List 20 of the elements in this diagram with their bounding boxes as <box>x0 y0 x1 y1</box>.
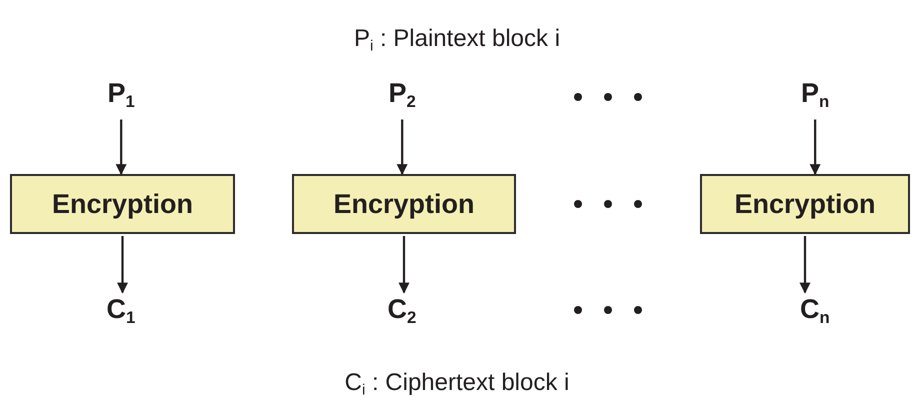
diagram-title: P$_{i}$ : Plaintext block i <box>354 24 560 56</box>
encryption-box <box>700 174 910 234</box>
arrow <box>117 236 128 294</box>
arrow <box>398 236 410 294</box>
ciphertext-label: C$_{n}$ <box>800 292 830 334</box>
box-label: Encryption <box>734 188 876 220</box>
arrow <box>810 120 821 176</box>
plaintext-label: P$_{1}$ <box>108 76 135 118</box>
plaintext-label: P$_{n}$ <box>801 76 830 118</box>
arrow <box>800 236 810 294</box>
box-label: Encryption <box>52 188 193 220</box>
diagram-caption: C$_{i}$ : Ciphertext block i <box>344 368 570 400</box>
encryption-box <box>292 174 516 234</box>
encryption-box <box>10 174 235 234</box>
plaintext-label: P$_{2}$ <box>388 76 416 118</box>
arrow <box>396 120 408 176</box>
box-label: Encryption <box>333 188 474 220</box>
arrow <box>116 120 127 176</box>
ciphertext-label: C$_{1}$ <box>106 292 136 334</box>
ciphertext-label: C$_{2}$ <box>388 292 416 334</box>
